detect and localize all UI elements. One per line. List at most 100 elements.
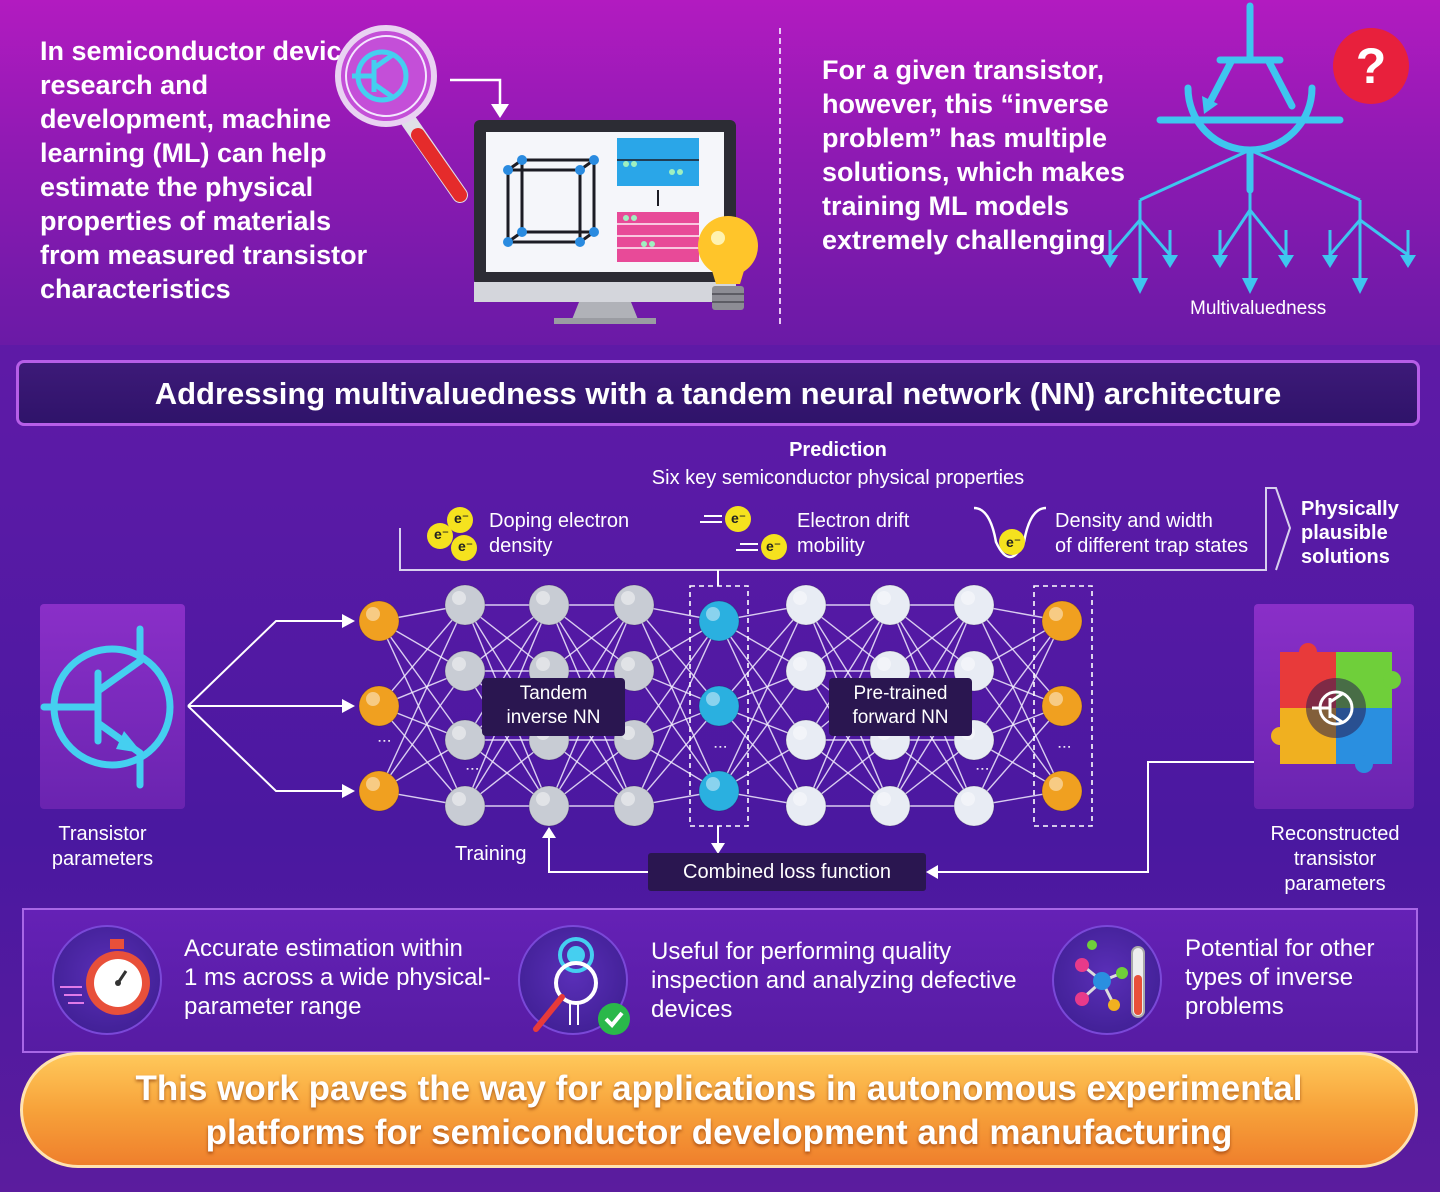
input-arrow-line xyxy=(187,705,345,792)
node-highlight xyxy=(366,607,380,621)
input-arrowhead xyxy=(342,784,355,798)
forward-node xyxy=(953,785,995,827)
nn-connection xyxy=(378,790,466,807)
node-highlight xyxy=(621,792,635,806)
stopwatch-icon xyxy=(60,939,150,1015)
drift-electrons-icon xyxy=(700,506,787,560)
nn-connection xyxy=(464,739,550,807)
layer-dashed-box xyxy=(689,585,749,827)
nn-connection xyxy=(464,604,550,672)
electron-symbol: e⁻ xyxy=(434,526,450,542)
reconstruction-arrowhead xyxy=(926,865,938,879)
inverse-nn-line: Tandem xyxy=(519,683,588,704)
nn-connection xyxy=(378,604,466,622)
nn-connection xyxy=(973,604,1063,792)
nn-connection xyxy=(718,604,807,707)
nn-connection xyxy=(633,620,720,807)
forward-node xyxy=(785,584,827,626)
benefit-line: inspection and analyzing defective xyxy=(651,967,1017,994)
input-arrowhead xyxy=(342,614,355,628)
benefit-icon-bg xyxy=(518,925,628,1035)
nn-connection xyxy=(973,620,1063,741)
benefit-line: Potential for other xyxy=(1185,935,1375,962)
nn-connection xyxy=(973,790,1063,807)
nn-connection xyxy=(378,670,466,707)
node-highlight xyxy=(452,657,466,671)
node-highlight xyxy=(621,591,635,605)
nn-connection xyxy=(633,790,720,807)
electron-symbol: e⁻ xyxy=(458,538,474,554)
nn-connection xyxy=(973,670,1063,792)
nn-connection xyxy=(633,604,720,622)
forward-nn-line: forward NN xyxy=(852,707,949,728)
nn-connection xyxy=(973,705,1063,807)
transistor-icon xyxy=(40,625,174,789)
property-node xyxy=(698,770,740,812)
input-label-line: parameters xyxy=(51,848,154,870)
nn-connection xyxy=(718,739,807,792)
plausible-solutions-label: Physically plausible solutions xyxy=(1301,497,1399,569)
property-line: Doping electron xyxy=(489,510,630,532)
nn-connection xyxy=(718,670,807,792)
nn-connection xyxy=(633,604,720,707)
monitor-icon xyxy=(474,120,736,324)
question-badge: ? xyxy=(1333,28,1409,104)
nn-connection xyxy=(548,604,635,672)
pretrained-forward-nn-label: Pre-trained forward NN xyxy=(829,678,972,736)
plausible-line: solutions xyxy=(1301,546,1390,568)
nn-connection xyxy=(548,739,635,807)
transistor-parameters-label: Transistor parameters xyxy=(40,822,165,872)
hidden-node xyxy=(613,785,655,827)
conclusion-banner: This work paves the way for applications… xyxy=(20,1052,1418,1168)
nn-connection xyxy=(805,739,891,807)
section-divider xyxy=(779,28,781,324)
prediction-heading: Prediction xyxy=(789,439,887,461)
node-highlight xyxy=(793,591,807,605)
electron-symbol: e⁻ xyxy=(1006,534,1022,550)
electron-symbol: e⁻ xyxy=(766,538,782,554)
nn-connection xyxy=(378,705,466,741)
nn-connection xyxy=(378,620,466,741)
combined-loss-function-box: Combined loss function xyxy=(648,853,926,891)
nn-connection xyxy=(548,739,635,807)
output-node xyxy=(1041,685,1083,727)
nn-connection xyxy=(464,739,550,807)
forward-nn-line: Pre-trained xyxy=(853,683,948,704)
nn-connection xyxy=(973,739,1063,792)
hidden-node xyxy=(444,719,486,761)
inverse-problem-text: For a given transistor, however, this “i… xyxy=(822,55,1126,255)
molecule-testtube-icon xyxy=(1075,940,1145,1018)
forward-node xyxy=(785,650,827,692)
nn-architecture-banner: Addressing multivaluedness with a tandem… xyxy=(16,360,1420,426)
output-label-line: transistor xyxy=(1293,848,1377,870)
training-arrowhead xyxy=(542,827,556,838)
property-node xyxy=(698,600,740,642)
tandem-inverse-nn-label: Tandem inverse NN xyxy=(482,678,625,736)
property-line: of different trap states xyxy=(1055,535,1249,557)
input-node xyxy=(358,600,400,642)
training-label: Training xyxy=(455,843,527,865)
hidden-node xyxy=(444,785,486,827)
reconstructed-parameters-label: Reconstructed transistor parameters xyxy=(1255,822,1415,897)
benefit-line: Useful for performing quality xyxy=(651,938,952,965)
node-highlight xyxy=(1049,692,1063,706)
nn-connection xyxy=(973,705,1063,741)
node-highlight xyxy=(706,607,720,621)
nn-connection xyxy=(973,604,1063,622)
forward-node xyxy=(785,785,827,827)
node-highlight xyxy=(793,792,807,806)
light-bulb-icon xyxy=(698,216,758,310)
prediction-subheading: Six key semiconductor physical propertie… xyxy=(651,467,1025,489)
nn-connection xyxy=(378,739,466,792)
nn-connection xyxy=(633,604,720,792)
node-highlight xyxy=(877,591,891,605)
hidden-node xyxy=(528,785,570,827)
nn-connection xyxy=(633,670,720,792)
property-line: density xyxy=(489,535,553,557)
nn-connection xyxy=(805,604,891,672)
node-highlight xyxy=(1049,607,1063,621)
output-label-line: Reconstructed xyxy=(1270,823,1400,845)
nn-connection xyxy=(718,790,807,807)
nn-connection xyxy=(718,620,807,672)
nn-connection xyxy=(718,604,807,622)
